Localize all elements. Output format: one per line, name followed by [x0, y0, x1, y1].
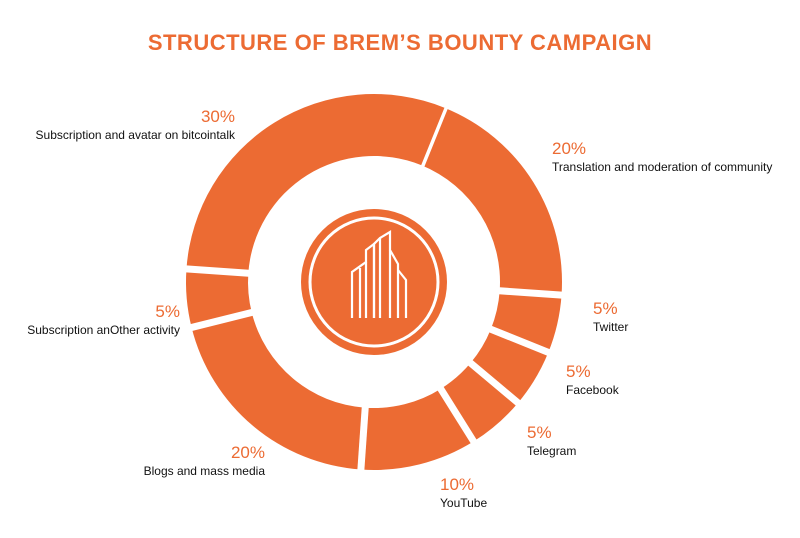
slices-group — [182, 94, 566, 474]
slice-category-label: YouTube — [440, 496, 487, 510]
slice-gap-2 — [495, 287, 566, 299]
slice-percent-label: 5% — [155, 302, 180, 321]
slice-category-label: Subscription anOther activity — [27, 323, 180, 337]
slice-category-label: Facebook — [566, 383, 620, 397]
slice-7 — [186, 268, 252, 328]
slice-category-label: Blogs and mass media — [144, 464, 266, 478]
slice-percent-label: 5% — [566, 362, 591, 381]
slice-gap-6 — [357, 403, 369, 474]
slice-category-label: Subscription and avatar on bitcointalk — [36, 128, 236, 142]
slice-gap-7 — [186, 308, 257, 332]
slice-percent-label: 5% — [527, 423, 552, 442]
slice-8 — [186, 94, 445, 274]
slice-gap-5 — [435, 383, 479, 447]
slice-6 — [191, 312, 366, 470]
slice-1 — [421, 107, 562, 296]
slice-percent-label: 30% — [201, 107, 235, 126]
slice-4 — [440, 362, 519, 442]
slice-percent-label: 20% — [231, 443, 265, 462]
slice-gap-3 — [485, 324, 554, 358]
slice-category-label: Telegram — [527, 444, 576, 458]
slice-gap-4 — [465, 357, 524, 409]
slice-2 — [490, 290, 562, 353]
slice-percent-label: 20% — [552, 139, 586, 158]
center-emblem — [301, 209, 447, 355]
slice-gap-8 — [182, 265, 253, 277]
slice-percent-label: 5% — [593, 299, 618, 318]
slice-percent-label: 10% — [440, 475, 474, 494]
slice-category-label: Translation and moderation of community — [552, 160, 772, 174]
center-ring — [308, 216, 440, 348]
labels-group: 20% Translation and moderation of communi… — [27, 107, 772, 510]
chart-title: STRUCTURE OF BREM’S BOUNTY CAMPAIGN — [148, 30, 652, 55]
slice-category-label: Twitter — [593, 320, 628, 334]
slice-5 — [360, 388, 474, 470]
city-buildings-icon — [350, 230, 408, 318]
